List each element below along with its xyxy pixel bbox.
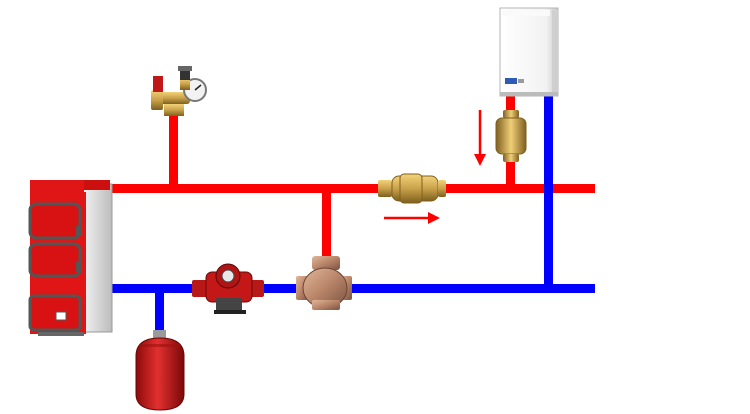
supply-main-pipe-right [440,184,595,193]
return-pipes [110,95,595,336]
thermostatic-mixing-valve-icon [296,256,352,310]
wall-boiler-supply-top [506,95,515,115]
arrow-down-icon [474,110,486,166]
check-valve-icon [378,173,446,204]
solid-fuel-boiler-icon [28,180,113,336]
supply-pipes [110,95,595,266]
circulation-pump-icon [192,263,264,314]
check-valve-icon [495,110,527,162]
return-main-pipe [110,284,595,293]
bypass-to-mixing-valve [322,188,331,266]
expansion-tank-icon [135,330,185,411]
expansion-tank-branch [155,288,164,336]
supply-main-pipe-left [110,184,395,193]
wall-hung-boiler-icon [499,7,559,97]
safety-group-icon [151,66,207,116]
wall-boiler-return-riser [544,95,553,288]
arrow-right-icon [384,212,440,224]
safety-group-riser [169,112,178,188]
wall-boiler-supply-bottom [506,160,515,188]
